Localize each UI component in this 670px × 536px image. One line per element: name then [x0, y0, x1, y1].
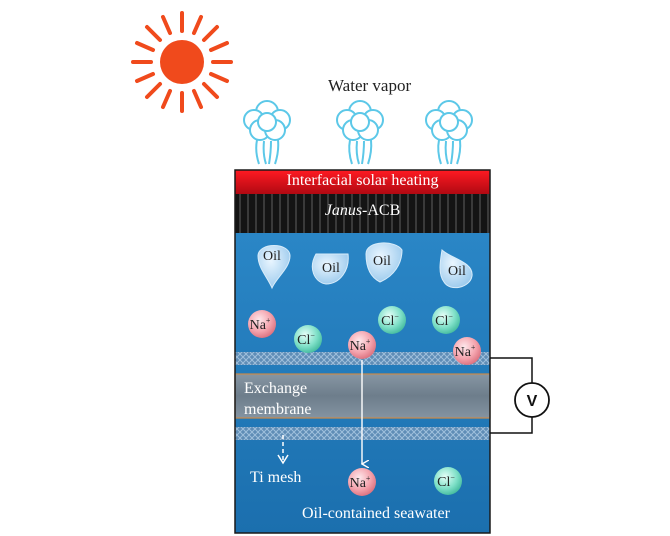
- dashed-arrow-icon: [277, 435, 289, 465]
- svg-text:Cl−: Cl−: [435, 312, 453, 329]
- chloride-ion: Cl−: [432, 306, 460, 334]
- svg-text:Na+: Na+: [350, 474, 371, 491]
- oil-label: Oil: [448, 264, 466, 279]
- sodium-ion: Na+: [248, 310, 276, 338]
- sun-icon: [131, 11, 233, 113]
- oil-droplet: Oil: [439, 248, 473, 289]
- oil-droplet: Oil: [365, 242, 403, 283]
- circuit-wire: [490, 357, 533, 434]
- sodium-ion: Na+: [453, 337, 481, 365]
- svg-text:Cl−: Cl−: [437, 473, 455, 490]
- oil-droplet: Oil: [311, 253, 349, 285]
- solar-heating-layer: [235, 170, 490, 194]
- janus-prefix: Janus: [324, 202, 363, 219]
- chloride-ion: Cl−: [294, 325, 322, 353]
- chloride-ion: Cl−: [434, 467, 462, 495]
- voltmeter-icon: V: [514, 382, 550, 418]
- svg-text:Na+: Na+: [455, 343, 476, 360]
- vapor-cloud-icon: [243, 100, 291, 165]
- janus-suffix: -ACB: [362, 202, 401, 219]
- membrane-label-line1: Exchange: [244, 380, 308, 397]
- oil-droplet: Oil: [257, 245, 291, 290]
- vapor-cloud-icon: [425, 100, 473, 165]
- svg-text:V: V: [527, 393, 538, 410]
- janus-acb-layer: [235, 194, 490, 233]
- svg-text:Na+: Na+: [350, 337, 371, 354]
- interfacial-heating-label: Interfacial solar heating: [286, 172, 439, 189]
- water-vapor-label: Water vapor: [328, 76, 412, 95]
- membrane-label-line2: membrane: [244, 401, 312, 418]
- svg-text:Na+: Na+: [250, 316, 271, 333]
- vapor-cloud-icon: [336, 100, 384, 165]
- janus-acb-label: Janus-ACB: [235, 202, 490, 220]
- oil-label: Oil: [263, 249, 281, 264]
- exchange-membrane-label: Exchange membrane: [244, 378, 312, 420]
- sodium-ion: Na+: [348, 468, 376, 496]
- sodium-ion: Na+: [348, 331, 376, 359]
- ti-mesh-label: Ti mesh: [250, 469, 302, 486]
- oil-label: Oil: [373, 254, 391, 269]
- seawater-label: Oil-contained seawater: [302, 505, 450, 522]
- cell-outline: [234, 169, 491, 534]
- svg-text:Cl−: Cl−: [381, 312, 399, 329]
- oil-label: Oil: [322, 261, 340, 276]
- chloride-ion: Cl−: [378, 306, 406, 334]
- svg-text:Cl−: Cl−: [297, 331, 315, 348]
